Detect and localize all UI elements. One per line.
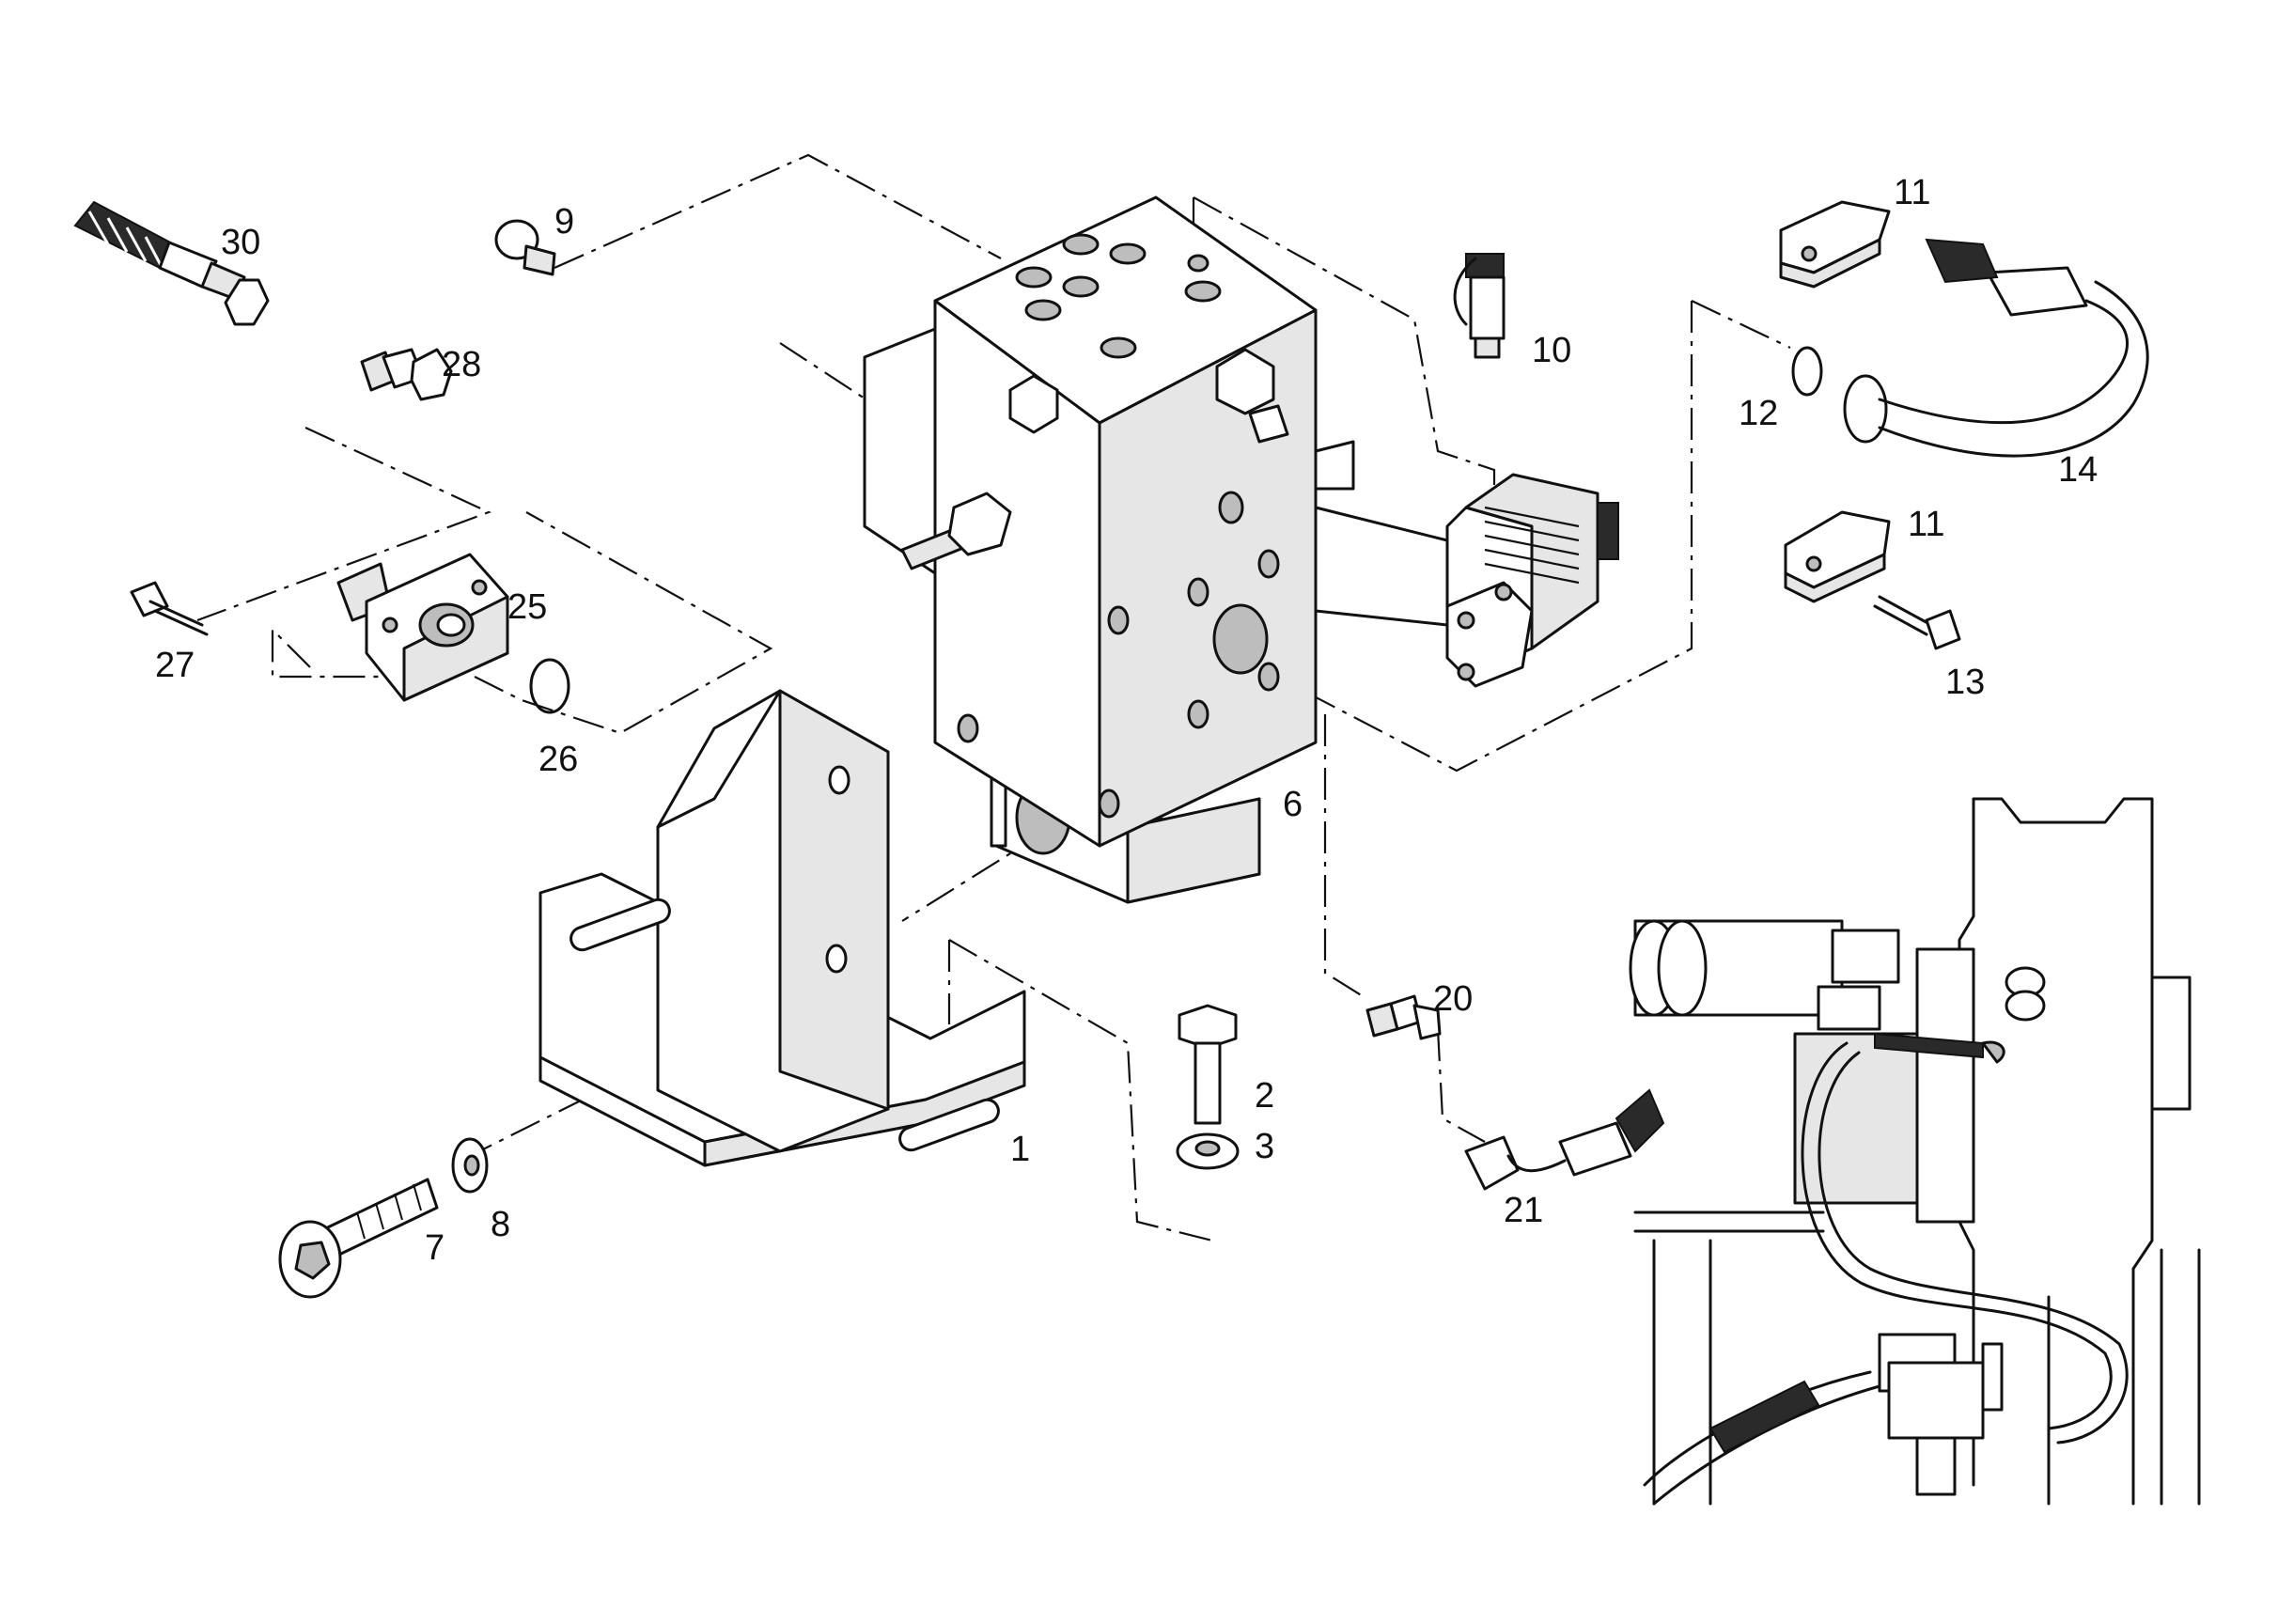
part-6-valve-block	[863, 195, 1619, 904]
label-2: 2	[1255, 1076, 1274, 1116]
label-7: 7	[425, 1228, 445, 1268]
part-7-cap-screw	[278, 1178, 439, 1299]
part-14-flange-hose	[1843, 238, 2149, 458]
part-30-hose-end	[73, 200, 270, 326]
label-30: 30	[221, 223, 260, 262]
part-12-o-ring	[1791, 346, 1823, 397]
label-1: 1	[1010, 1130, 1030, 1169]
part-3-washer	[1176, 1132, 1240, 1170]
label-25: 25	[507, 587, 547, 627]
part-27-bolt	[130, 581, 209, 636]
label-13: 13	[1945, 663, 1985, 702]
part-21-hose-end	[1464, 1088, 1665, 1191]
installation-inset	[1629, 797, 2201, 1506]
part-25-flange	[336, 553, 509, 702]
block-ports-side	[957, 491, 1280, 819]
label-14: 14	[2058, 450, 2098, 490]
block-bolt-left	[900, 492, 1012, 570]
label-6: 6	[1283, 785, 1303, 824]
part-13-bolt	[1873, 595, 1961, 650]
part-2-bolt	[1178, 1004, 1238, 1125]
label-11b: 11	[1908, 505, 1944, 544]
label-11a: 11	[1894, 173, 1930, 212]
label-10: 10	[1532, 331, 1571, 370]
part-28-adapter	[360, 348, 453, 401]
item-labels: 1 2 3 6 7 8 9 10 11 11 12 13 14 20 21 25…	[155, 173, 2098, 1268]
part-8-washer	[451, 1137, 489, 1194]
label-9: 9	[554, 202, 574, 242]
part-11-clamp-bottom	[1784, 510, 1891, 603]
part-1-bracket	[538, 689, 1026, 1167]
label-8: 8	[491, 1205, 510, 1244]
label-27: 27	[155, 646, 195, 685]
label-26: 26	[538, 740, 578, 779]
solenoid-valve	[1314, 473, 1619, 688]
block-fitting-top	[1215, 348, 1289, 444]
part-11-clamp-top	[1779, 200, 1891, 289]
part-20-adapter	[1365, 994, 1442, 1040]
label-28: 28	[442, 345, 481, 384]
label-20: 20	[1433, 979, 1473, 1019]
label-21: 21	[1504, 1191, 1543, 1230]
label-12: 12	[1739, 394, 1778, 433]
part-9-plug	[494, 219, 556, 276]
label-3: 3	[1255, 1127, 1274, 1166]
block-ports-top	[1015, 233, 1222, 359]
part-10-test-point	[1453, 253, 1506, 359]
part-26-o-ring	[529, 658, 570, 714]
